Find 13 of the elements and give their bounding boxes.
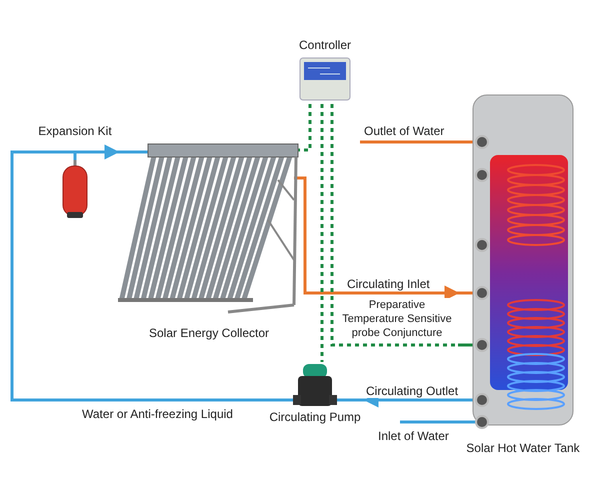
- component-label: Circulating Pump: [268, 410, 362, 424]
- signal-wire: [330, 104, 458, 346]
- edge-label: Water or Anti-freezing Liquid: [80, 407, 235, 421]
- component-label: Expansion Kit: [37, 124, 113, 138]
- signal-wire: [320, 104, 324, 362]
- pipe-arrow: [300, 176, 460, 300]
- component-label: Solar Hot Water Tank: [465, 441, 581, 455]
- edge-label: Outlet of Water: [362, 124, 446, 138]
- edge-label: Inlet of Water: [376, 429, 451, 443]
- edge-label: Circulating Inlet: [345, 277, 432, 291]
- component-label: Solar Energy Collector: [148, 326, 270, 340]
- edge-label: Circulating Outlet: [364, 384, 460, 398]
- component-label: Controller: [298, 38, 352, 52]
